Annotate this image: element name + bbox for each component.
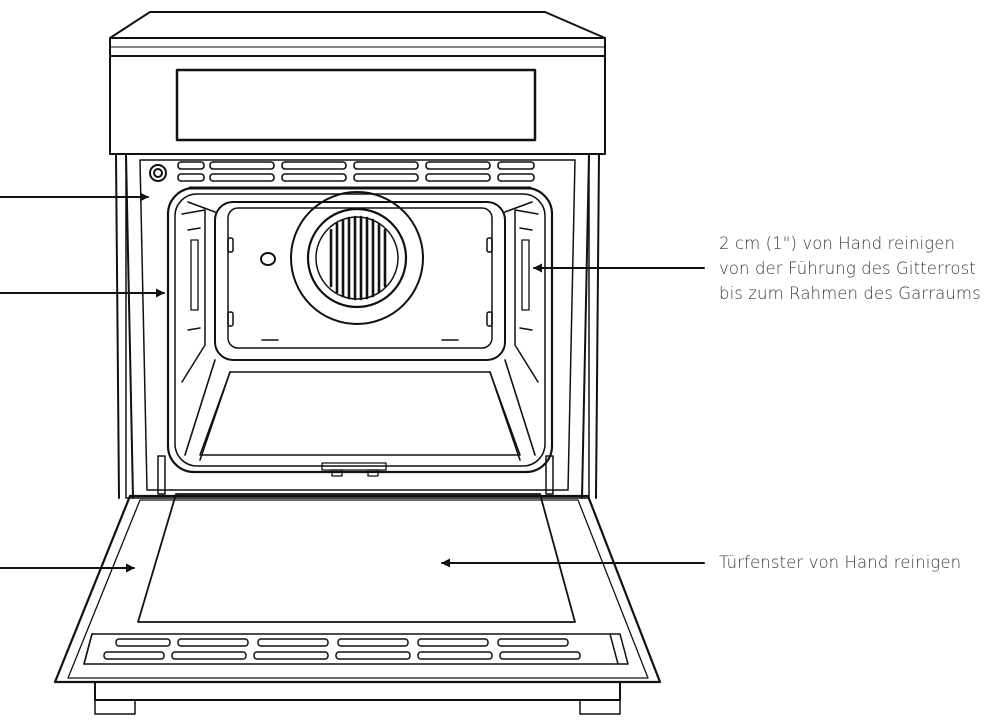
- door-latch: [321, 462, 387, 477]
- oven-front-frame: [139, 159, 576, 491]
- control-panel-display: [175, 68, 537, 142]
- callout-line: 2 cm (1") von Hand reinigen: [719, 234, 956, 253]
- top-vent-slots: [177, 161, 535, 182]
- convection-fan-icon: [290, 191, 424, 325]
- temperature-sensor-icon: [260, 252, 276, 266]
- callout-line: bis zum Rahmen des Garraums: [719, 284, 981, 303]
- cavity-floor: [199, 371, 521, 456]
- callout-door-window-cleaning: Türfenster von Hand reinigen: [719, 550, 961, 575]
- rack-guide-left: [181, 209, 206, 383]
- rack-guide-right: [514, 209, 539, 383]
- hinge-right: [545, 455, 554, 495]
- callout-line: von der Führung des Gitterrost: [719, 259, 976, 278]
- callout-line: Türfenster von Hand reinigen: [719, 553, 962, 572]
- oven-door-open: [53, 493, 662, 684]
- oven-top-housing: [109, 11, 606, 155]
- door-bottom-vent: [83, 633, 629, 665]
- oven-base: [94, 681, 621, 715]
- oven-lamp-icon: [149, 164, 167, 182]
- oven-cabinet-sides: [109, 153, 606, 499]
- callout-rack-guide-cleaning: 2 cm (1") von Hand reinigen von der Führ…: [719, 231, 981, 306]
- hinge-left: [157, 455, 166, 495]
